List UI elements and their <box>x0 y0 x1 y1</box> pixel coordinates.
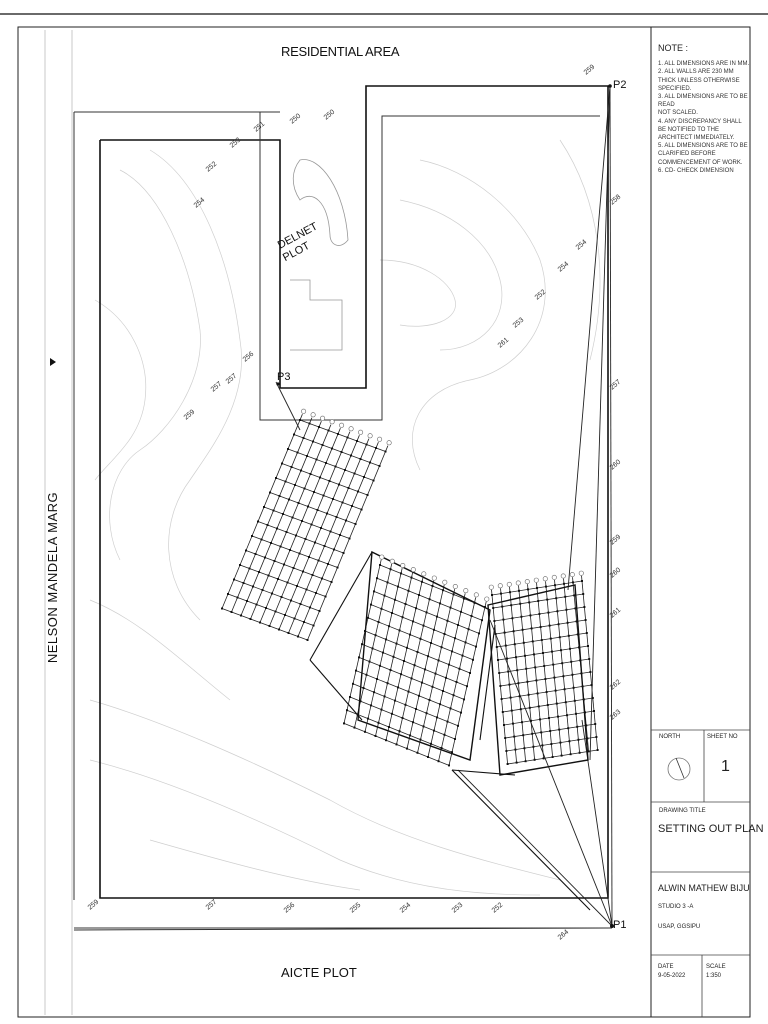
contour-label: 258 <box>609 194 623 207</box>
contour-label: 264 <box>557 929 571 942</box>
grid-bubbles <box>301 408 584 602</box>
contour-label: 250 <box>323 109 337 122</box>
contour-label: 261 <box>497 337 511 350</box>
contour-label: 257 <box>210 381 224 394</box>
road-north-arrow-icon <box>50 358 56 366</box>
contour-label: 254 <box>399 902 413 915</box>
contour-label: 253 <box>229 137 243 150</box>
contour-label: 257 <box>225 373 239 386</box>
point-p3-label: P3 <box>277 371 291 383</box>
date-label: DATE <box>658 964 674 970</box>
site-boundary <box>99 85 609 899</box>
contour-label: 254 <box>193 197 207 210</box>
north-label: NORTH <box>659 734 681 740</box>
contour-label: 262 <box>609 679 623 692</box>
drawing-frame <box>17 26 751 1018</box>
contour-label: 252 <box>205 161 219 174</box>
contour-label: 259 <box>87 899 101 912</box>
point-markers <box>276 84 614 928</box>
contour-label: 254 <box>557 261 571 274</box>
north-pointer <box>675 757 685 779</box>
notes-panel: NOTE : 1. ALL DIMENSIONS ARE IN MM. 2. A… <box>658 43 750 175</box>
note-item: 3. ALL DIMENSIONS ARE TO BE READ <box>658 94 748 109</box>
contour-label: 259 <box>183 409 197 422</box>
note-item: 4. ANY DISCREPANCY SHALL BE NOTIFIED TO … <box>658 118 742 142</box>
contour-lines <box>89 139 601 896</box>
point-p1-label: P1 <box>613 919 627 931</box>
contour-label: 257 <box>205 899 219 912</box>
contour-label: 259 <box>583 64 597 77</box>
north-symbol-icon <box>667 757 691 781</box>
note-item: 1. ALL DIMENSIONS ARE IN MM. <box>658 61 750 68</box>
contour-label: 256 <box>283 902 297 915</box>
note-item: 2. ALL WALLS ARE 230 MM THICK UNLESS OTH… <box>658 69 740 92</box>
left-road-label: NELSON MANDELA MARG <box>45 491 61 664</box>
grid-block-b <box>343 550 491 767</box>
note-item: NOT SCALED. <box>658 110 698 117</box>
setting-out-lines <box>275 85 613 927</box>
contour-label: 250 <box>289 113 303 126</box>
school-name: USAP, GGSIPU <box>658 924 701 930</box>
date-value: 9-05-2022 <box>658 973 686 979</box>
scale-value: 1:350 <box>706 973 722 979</box>
contour-label: 256 <box>242 351 256 364</box>
sheet-no-value: 1 <box>721 758 730 775</box>
bottom-site-label: AICTE PLOT <box>281 965 357 980</box>
contour-label: 254 <box>575 239 589 252</box>
contour-label: 253 <box>451 902 465 915</box>
grid-block-a <box>221 414 389 641</box>
studio-name: STUDIO 3 -A <box>658 904 694 910</box>
sheet-no-label: SHEET NO <box>707 734 738 740</box>
contour-label: 251 <box>253 121 267 134</box>
author-name: ALWIN MATHEW BIJU <box>658 883 750 893</box>
top-site-label: RESIDENTIAL AREA <box>281 44 400 59</box>
contour-label: 255 <box>349 902 363 915</box>
site-boundary-outer <box>73 111 613 931</box>
delnet-building <box>290 159 349 351</box>
drawing-title-label: DRAWING TITLE <box>659 808 706 814</box>
contour-label: 253 <box>512 317 526 330</box>
notes-header: NOTE : <box>658 43 689 53</box>
point-p2-label: P2 <box>613 79 627 91</box>
contour-label: 252 <box>491 902 505 915</box>
note-item: 6. CD- CHECK DIMENSION <box>658 167 734 174</box>
contour-label: 263 <box>609 709 623 722</box>
note-item: 5. ALL DIMENSIONS ARE TO BE CLARIFIED BE… <box>658 143 748 166</box>
block-connectors <box>309 551 591 911</box>
scale-label: SCALE <box>706 964 726 970</box>
title-block-grid <box>651 729 750 1017</box>
drawing-title-value: SETTING OUT PLAN <box>658 823 764 835</box>
grid-block-c <box>487 575 599 776</box>
